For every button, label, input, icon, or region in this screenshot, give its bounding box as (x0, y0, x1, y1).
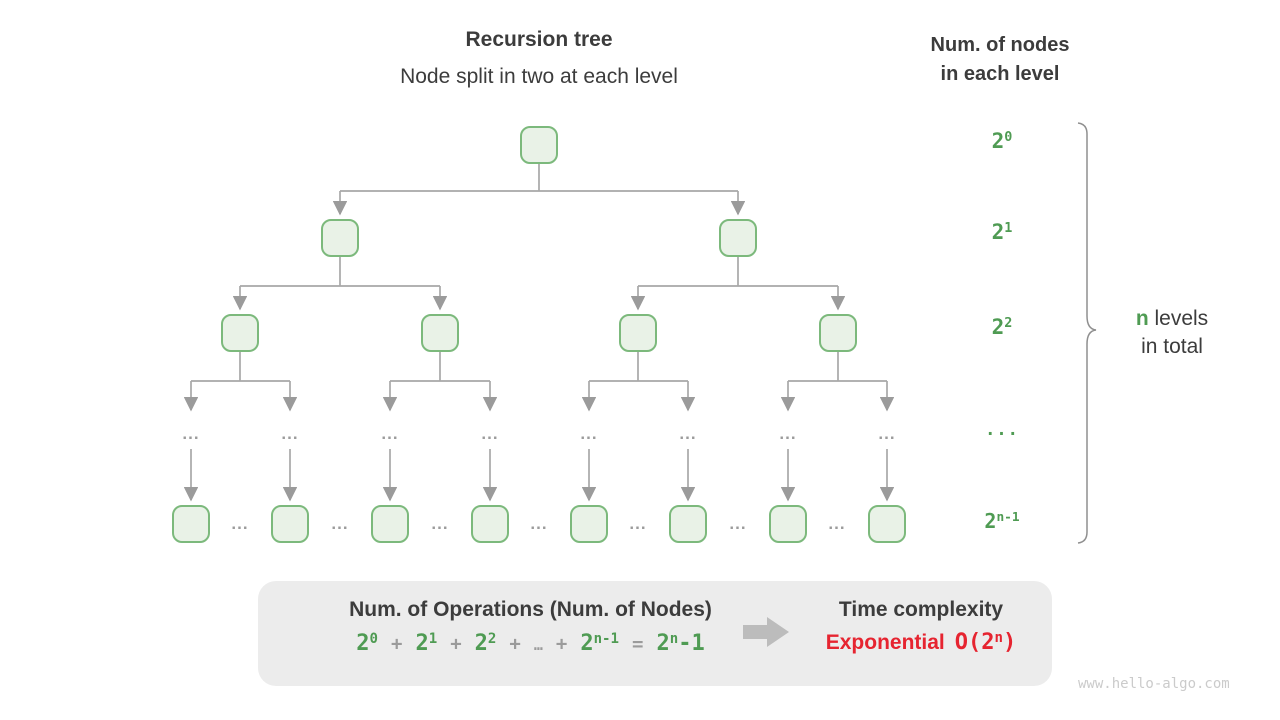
tree-ellipsis: ... (779, 424, 797, 443)
formula-term: 20 (356, 631, 379, 656)
tree-leaf-node (172, 505, 210, 543)
page-title: Recursion tree (465, 28, 613, 51)
leaf-separator-ellipsis: ... (331, 514, 349, 533)
level-label-base: 2 (991, 129, 1005, 153)
tree-leaf-node (570, 505, 608, 543)
n-variable: n (1135, 307, 1149, 330)
brace-label-rest: levels (1148, 307, 1209, 330)
level-label-base: 2 (991, 220, 1005, 244)
leaf-separator-ellipsis: ... (530, 514, 548, 533)
level-label-0: 20 (967, 129, 1037, 153)
level-label-n-1: 2n-1 (967, 509, 1037, 533)
brace-icon (1077, 122, 1097, 544)
tree-leaf-node (769, 505, 807, 543)
tree-node (321, 219, 359, 257)
leaf-separator-ellipsis: ... (231, 514, 249, 533)
arrow-lines (183, 191, 895, 502)
level-label-exp: 2 (1004, 316, 1013, 331)
right-header-line2: in each level (940, 63, 1060, 85)
equals-operator: = (632, 633, 644, 655)
formula-term: 2n-1 (580, 631, 620, 656)
level-label-base: 2 (991, 315, 1005, 339)
level-label-exp: 1 (1004, 221, 1013, 236)
tree-ellipsis: ... (679, 424, 697, 443)
tree-ellipsis: ... (281, 424, 299, 443)
tree-ellipsis: ... (381, 424, 399, 443)
formula-result: 2n-1 (656, 631, 705, 656)
leaf-separator-ellipsis: ... (729, 514, 747, 533)
page-subtitle: Node split in two at each level (400, 65, 678, 88)
plus-operator: + (555, 633, 568, 655)
connector-lines (183, 164, 895, 502)
formula-ellipsis: … (533, 636, 543, 654)
summary-box: Num. of Operations (Num. of Nodes) 20 + … (258, 581, 1052, 686)
time-complexity-title: Time complexity (838, 598, 1004, 621)
right-block-arrow-icon (743, 617, 789, 647)
tree-node (719, 219, 757, 257)
tree-ellipsis: ... (580, 424, 598, 443)
formula-term: 22 (474, 631, 497, 656)
tree-ellipsis: ... (481, 424, 499, 443)
operations-title: Num. of Operations (Num. of Nodes) (349, 598, 712, 621)
tree-node (819, 314, 857, 352)
tree-leaf-node (271, 505, 309, 543)
brace-label-line1: n levels (1112, 305, 1232, 333)
level-label-base: 2 (984, 509, 997, 533)
plus-operator: + (391, 633, 403, 655)
level-label-ellipsis: ... (967, 420, 1037, 440)
brace-label: n levels in total (1112, 305, 1232, 361)
tree-node (421, 314, 459, 352)
tree-ellipsis: ... (182, 424, 200, 443)
level-label-2: 22 (967, 315, 1037, 339)
plus-operator: + (509, 633, 521, 655)
level-label-exp: n-1 (996, 510, 1020, 525)
complexity-class-label: Exponential (825, 631, 945, 654)
tree-leaf-node (471, 505, 509, 543)
tree-leaf-node (868, 505, 906, 543)
level-label-1: 21 (967, 220, 1037, 244)
brace-label-line2: in total (1141, 335, 1203, 358)
leaf-separator-ellipsis: ... (828, 514, 846, 533)
tree-leaf-node (371, 505, 409, 543)
tree-leaf-node (669, 505, 707, 543)
leaf-separator-ellipsis: ... (629, 514, 647, 533)
big-o-notation: O(2n) (954, 630, 1017, 655)
tree-ellipsis: ... (878, 424, 896, 443)
operations-formula: 20 + 21 + 22 + … + 2n-1 = 2n-1 (258, 631, 803, 656)
leaf-separator-ellipsis: ... (431, 514, 449, 533)
level-label-exp: 0 (1004, 130, 1013, 145)
right-column-header: Num. of nodes in each level (931, 31, 1070, 89)
tree-node (619, 314, 657, 352)
tree-node-root (520, 126, 558, 164)
right-header-line1: Num. of nodes (930, 34, 1070, 56)
formula-term: 21 (415, 631, 438, 656)
plus-operator: + (450, 633, 462, 655)
watermark: www.hello-algo.com (1078, 676, 1230, 692)
tree-node (221, 314, 259, 352)
time-complexity-value: Exponential O(2n) (798, 630, 1044, 655)
level-label-base: ... (985, 420, 1019, 440)
